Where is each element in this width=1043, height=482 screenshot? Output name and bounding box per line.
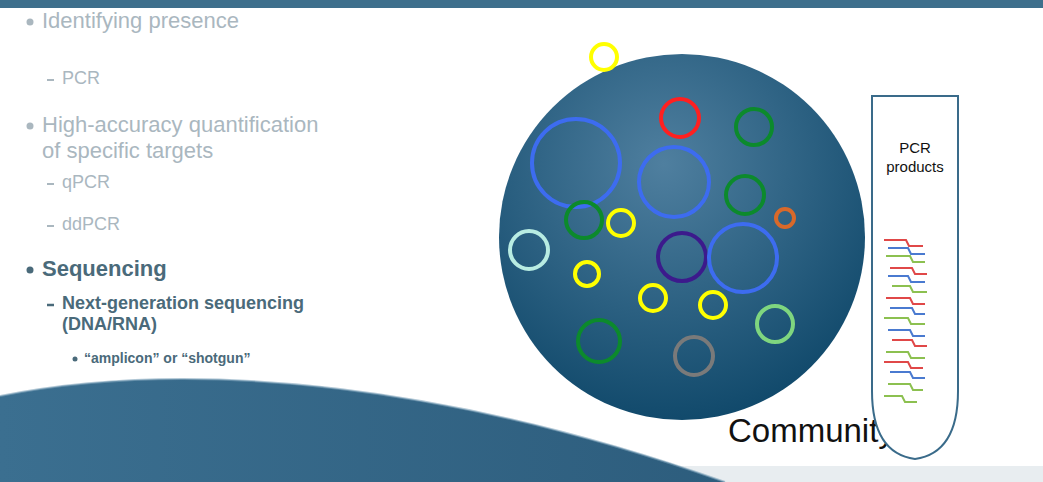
dna-strand [888, 276, 925, 282]
organism [578, 320, 620, 362]
organism [566, 202, 602, 238]
dna-strand [884, 396, 917, 402]
bullet [73, 357, 78, 362]
sub-bullet-text: ddPCR [62, 214, 362, 235]
sub-sub-bullet-text: “amplicon” or “shotgun” [84, 350, 414, 367]
bullet [27, 123, 34, 130]
organism [736, 109, 772, 145]
dna-strand [884, 362, 923, 368]
bullet-text: Sequencing [42, 256, 422, 282]
organism [776, 209, 794, 227]
sub-bullet-text: PCR [62, 68, 362, 89]
dna-strand [888, 330, 925, 336]
organism [700, 292, 726, 318]
organism [640, 285, 666, 311]
dna-strand [888, 248, 925, 254]
organism [591, 44, 617, 70]
sub-bullet-text: qPCR [62, 172, 362, 193]
dna-strand [886, 298, 925, 304]
organism [675, 337, 713, 375]
dna-strand [890, 268, 927, 274]
dna-strand [888, 384, 923, 390]
strand-group [884, 240, 927, 402]
dash-marker [47, 79, 54, 81]
community-circle [499, 54, 865, 420]
organism-circles [510, 44, 794, 375]
sub-bullet-text: Next-generation sequencing (DNA/RNA) [62, 293, 322, 335]
dna-strand [884, 240, 923, 246]
dna-strand [892, 286, 927, 292]
bullet [27, 267, 34, 274]
organism [608, 210, 634, 236]
dna-strand [892, 340, 927, 346]
dna-strand [886, 256, 925, 262]
dash-marker [47, 225, 54, 227]
dash-marker [47, 304, 54, 307]
organism [661, 99, 699, 137]
test-tube: PCR products [870, 95, 960, 461]
tube-label: PCR products [870, 139, 960, 177]
top-band [0, 0, 1043, 8]
organism [532, 119, 620, 207]
dash-marker [47, 183, 54, 185]
organism [757, 306, 793, 342]
bullet-text: High-accuracy quantification of specific… [42, 112, 327, 164]
dna-strand [890, 372, 925, 378]
organism [658, 233, 706, 281]
dna-strand [884, 318, 925, 324]
bullet [27, 19, 34, 26]
organism [709, 224, 777, 292]
organism [510, 231, 548, 269]
organism [726, 176, 764, 214]
organism [575, 262, 599, 286]
dna-strand [890, 308, 925, 314]
organism [639, 147, 709, 217]
bullet-text: Identifying presence [42, 8, 422, 34]
dna-strand [886, 352, 925, 358]
